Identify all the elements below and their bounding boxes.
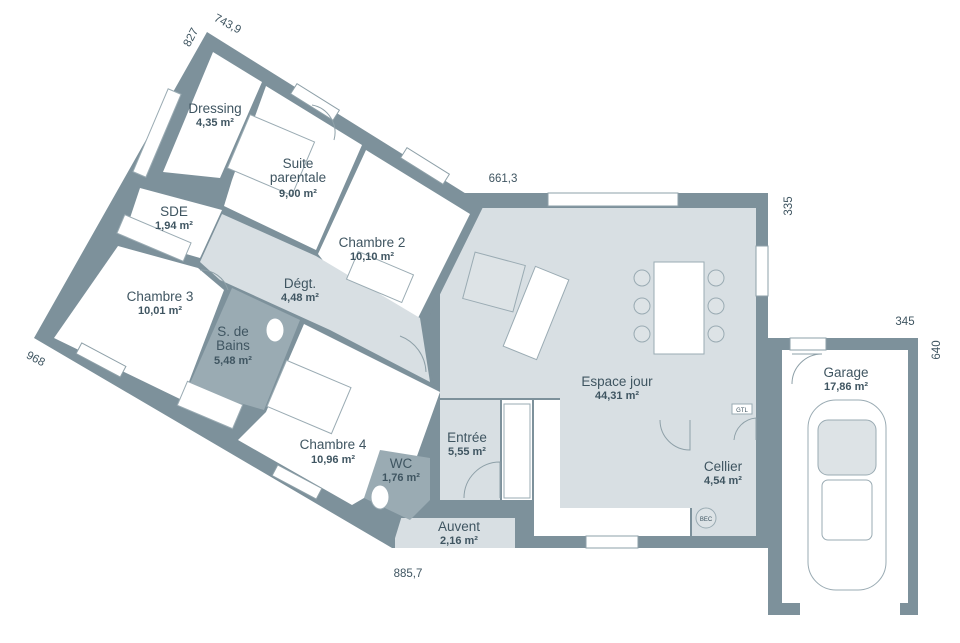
chambre3-window	[75, 342, 127, 378]
entree-shelf	[503, 403, 531, 499]
living-window-right	[755, 245, 769, 297]
espace-area: 44,31 m²	[595, 390, 639, 402]
dim-743: 743,9	[212, 12, 243, 36]
left-wing	[34, 32, 484, 548]
chambre4-bed	[266, 359, 352, 435]
degt-door	[399, 335, 427, 373]
chair	[707, 297, 725, 315]
kitchen-counter	[534, 400, 690, 536]
suite-name-line2: parentale	[270, 170, 326, 185]
chambre3-wardrobe	[116, 214, 192, 262]
chair	[633, 297, 651, 315]
dim-661: 661,3	[489, 173, 518, 185]
chambre2-area: 10,10 m²	[350, 251, 394, 263]
suite-window	[289, 82, 341, 122]
suite-name-line1: Suite	[283, 156, 314, 171]
car-windshield	[817, 419, 877, 476]
cellier-door	[659, 419, 691, 451]
sdb-area: 5,48 m²	[214, 355, 252, 367]
chair	[707, 269, 725, 287]
dim-640: 640	[931, 340, 943, 359]
degt-area: 4,48 m²	[281, 292, 319, 304]
sofa	[502, 265, 570, 361]
doors	[199, 104, 823, 499]
living-window-top	[547, 192, 679, 207]
living-furniture: GTL BEC	[462, 251, 753, 529]
degt-floor	[200, 214, 430, 382]
degt-name: Dégt.	[284, 276, 316, 291]
chambre3-floor	[54, 246, 224, 400]
chambre2-window	[399, 146, 451, 186]
auvent-area: 2,16 m²	[440, 535, 478, 547]
chambre2-name: Chambre 2	[339, 235, 406, 250]
dressing-shelf	[132, 88, 182, 178]
suite-bed	[226, 113, 316, 197]
entree-area: 5,55 m²	[448, 446, 486, 458]
garage-window	[789, 337, 827, 351]
sdb-toilet	[265, 317, 285, 343]
garage-name: Garage	[823, 365, 868, 380]
entree-door	[463, 461, 501, 499]
dim-335: 335	[783, 196, 795, 215]
entree-name: Entrée	[447, 430, 487, 445]
dressing-area: 4,35 m²	[196, 117, 234, 129]
chambre3-area: 10,01 m²	[138, 305, 182, 317]
sdb-name-line1: S. de	[217, 324, 249, 339]
suite-area: 9,00 m²	[279, 188, 317, 200]
room-labels: Dressing 4,35 m² Suite parentale 9,00 m²…	[127, 101, 869, 547]
dim-968: 968	[24, 350, 47, 370]
dim-885: 885,7	[394, 568, 423, 580]
bec-label: BEC	[700, 517, 713, 523]
garage-block	[768, 337, 918, 615]
sde-name: SDE	[160, 204, 188, 219]
garage-side-door	[791, 353, 823, 385]
gtl-label: GTL	[736, 408, 748, 414]
dim-827: 827	[182, 26, 202, 49]
chambre3-name: Chambre 3	[127, 289, 194, 304]
cellier-name: Cellier	[704, 459, 743, 474]
bec-tank	[695, 507, 717, 529]
dressing-floor	[163, 52, 262, 178]
chambre3-door	[199, 269, 229, 291]
auvent-name: Auvent	[438, 519, 480, 534]
wc-area: 1,76 m²	[382, 472, 420, 484]
suite-door	[311, 104, 336, 141]
chair	[633, 269, 651, 287]
chambre4-name: Chambre 4	[300, 437, 367, 452]
chambre4-area: 10,96 m²	[311, 454, 355, 466]
living-window-bottom	[585, 535, 639, 549]
garage-area: 17,86 m²	[824, 381, 868, 393]
wc-toilet	[370, 484, 390, 510]
entree-floor	[440, 400, 500, 500]
garage-door	[800, 603, 900, 615]
bathtub	[176, 380, 244, 430]
dim-345: 345	[895, 316, 914, 328]
auvent-floor	[395, 518, 515, 548]
chambre2-wardrobe	[345, 250, 415, 304]
garage-door-inner	[733, 417, 757, 441]
gtl-box	[731, 403, 753, 415]
sde-area: 1,94 m²	[155, 220, 193, 232]
armchair	[462, 251, 526, 313]
car-roof	[821, 479, 873, 541]
chambre4-window	[271, 464, 323, 500]
sdb-name-line2: Bains	[216, 338, 250, 353]
espace-name: Espace jour	[581, 374, 653, 389]
wc-name: WC	[390, 456, 413, 471]
cellier-area: 4,54 m²	[704, 475, 742, 487]
dining-table	[653, 261, 705, 355]
chair	[633, 325, 651, 343]
chair	[707, 325, 725, 343]
dressing-name: Dressing	[188, 101, 241, 116]
